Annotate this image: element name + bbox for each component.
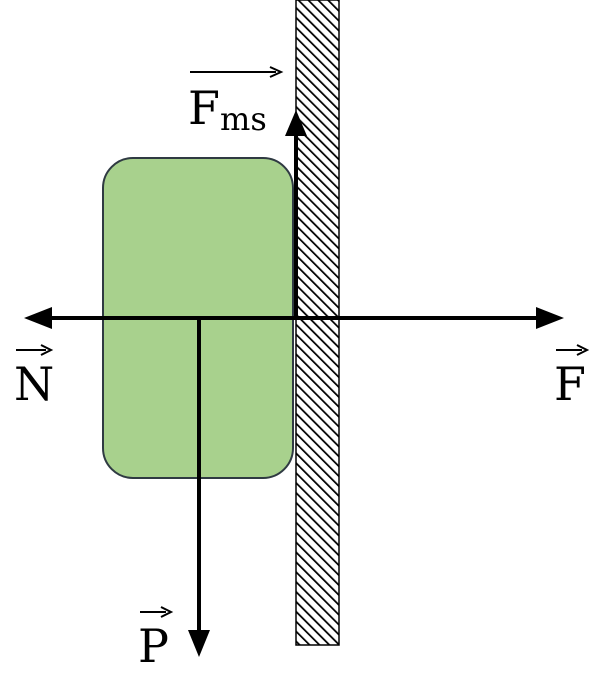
weight-vector-tip xyxy=(160,606,174,618)
force-arrowhead xyxy=(536,307,564,329)
friction-arrowhead xyxy=(285,110,307,136)
force-label-text: F xyxy=(554,357,586,411)
friction-label: F ms xyxy=(188,66,284,138)
friction-label-main: F xyxy=(188,81,220,135)
force-vector-tip xyxy=(576,344,590,356)
wall xyxy=(295,0,340,646)
friction-label-sub: ms xyxy=(220,100,267,138)
normal-label: N xyxy=(14,344,54,411)
normal-arrowhead xyxy=(24,307,52,329)
normal-vector-tip xyxy=(40,344,54,356)
weight-arrowhead xyxy=(188,630,210,657)
weight-label: P xyxy=(138,606,174,673)
force-label: F xyxy=(554,344,590,411)
normal-label-text: N xyxy=(14,357,54,411)
friction-vector-tip xyxy=(269,66,284,78)
weight-label-text: P xyxy=(138,619,169,673)
